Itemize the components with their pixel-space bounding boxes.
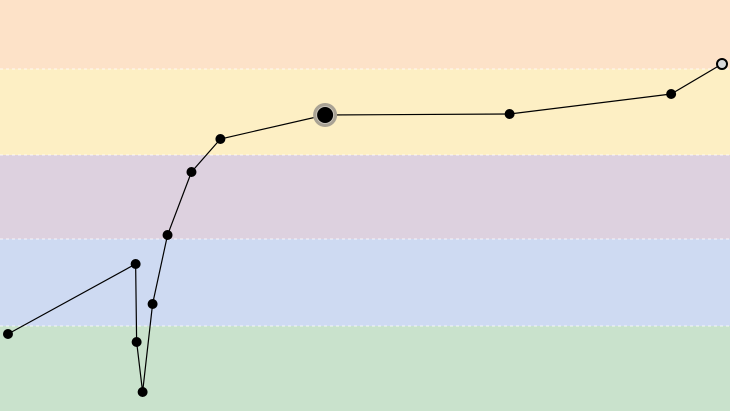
data-point-endpoint[interactable] — [716, 58, 729, 70]
band-2 — [0, 155, 730, 239]
data-point-7[interactable] — [215, 134, 226, 144]
data-point-highlighted[interactable] — [317, 107, 334, 123]
data-point-0[interactable] — [2, 329, 13, 339]
data-point-3[interactable] — [137, 387, 148, 397]
data-point-6[interactable] — [186, 167, 197, 177]
series-line-0 — [7, 63, 723, 393]
band-1 — [0, 69, 730, 155]
data-point-5[interactable] — [162, 230, 173, 240]
data-point-10[interactable] — [666, 89, 677, 99]
band-4 — [0, 326, 730, 411]
data-point-2[interactable] — [131, 337, 142, 347]
band-3 — [0, 239, 730, 326]
data-point-4[interactable] — [147, 299, 158, 309]
data-point-9[interactable] — [504, 109, 515, 119]
data-point-1[interactable] — [130, 259, 141, 269]
band-0 — [0, 0, 730, 69]
series-layer — [2, 58, 729, 397]
